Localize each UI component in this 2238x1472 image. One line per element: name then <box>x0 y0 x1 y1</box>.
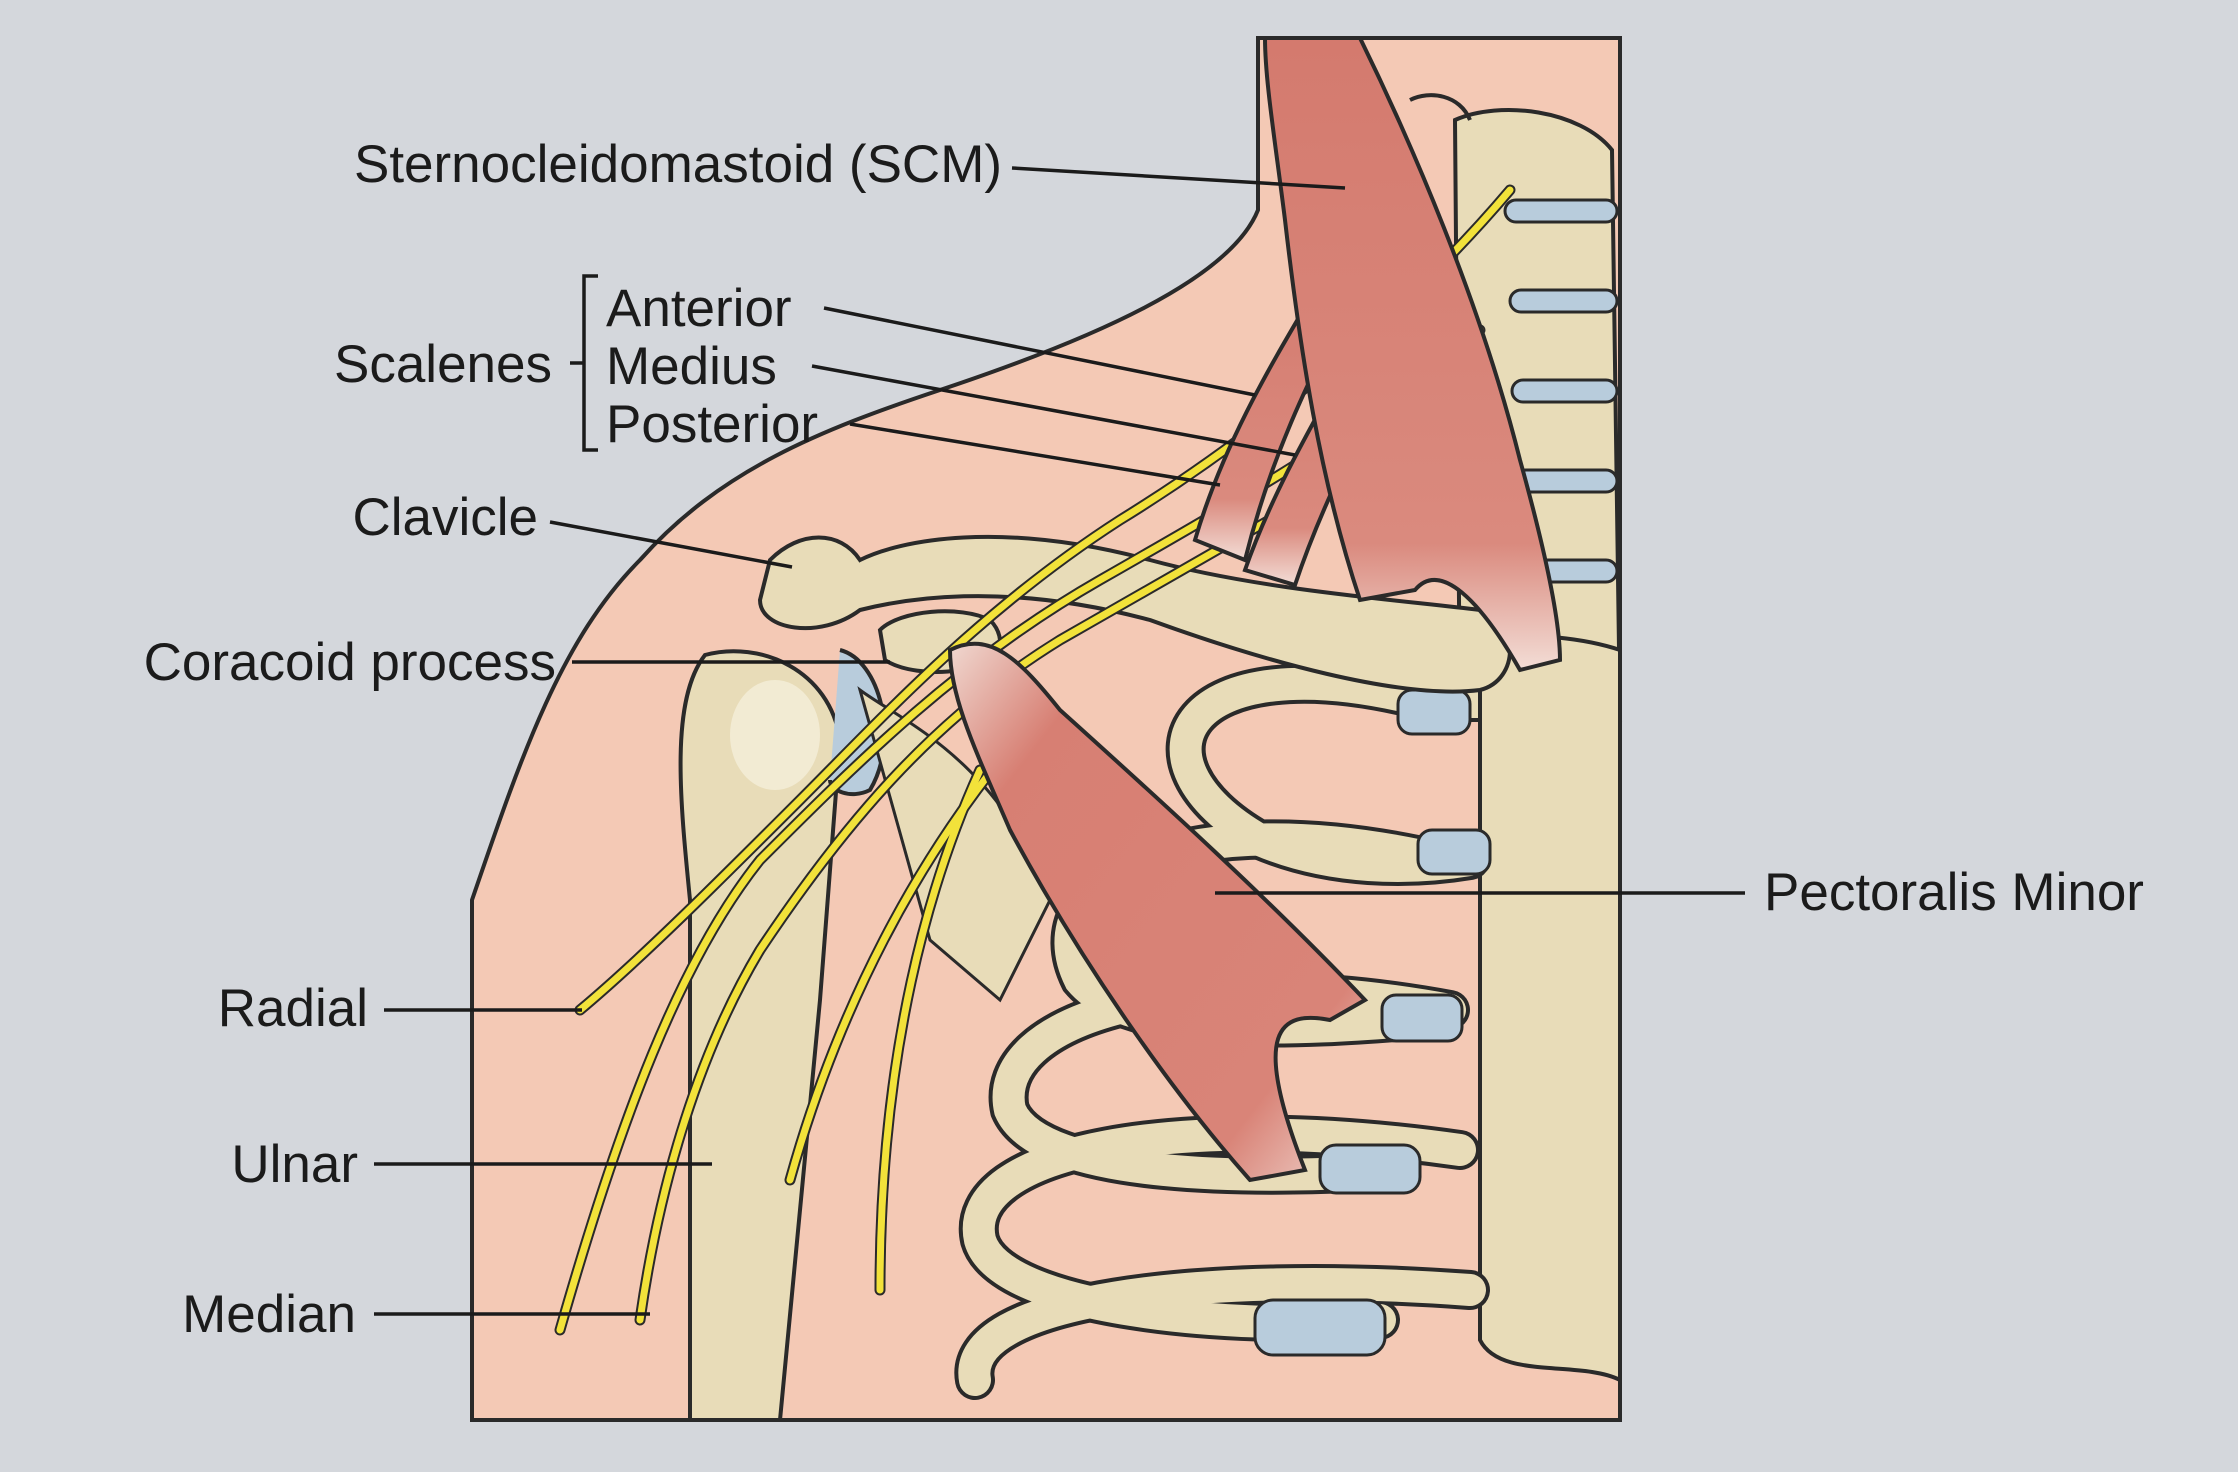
label-scm: Sternocleidomastoid (SCM) <box>354 138 1002 191</box>
label-scalenes: Scalenes <box>334 338 552 391</box>
label-radial: Radial <box>218 982 368 1035</box>
label-pectoralis-minor: Pectoralis Minor <box>1764 866 2144 919</box>
label-coracoid-process: Coracoid process <box>144 636 556 689</box>
sternum <box>1480 636 1620 1380</box>
label-median: Median <box>182 1288 356 1341</box>
label-clavicle: Clavicle <box>352 491 538 544</box>
label-ulnar: Ulnar <box>231 1138 358 1191</box>
label-posterior: Posterior <box>606 398 818 451</box>
label-anterior: Anterior <box>606 282 792 335</box>
label-medius: Medius <box>606 340 777 393</box>
